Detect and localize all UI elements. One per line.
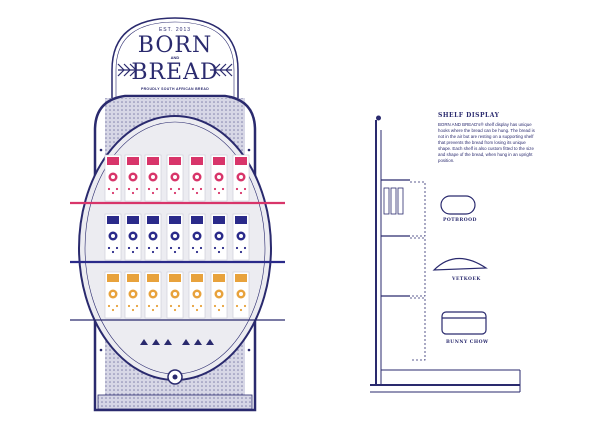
bread-bag: [232, 213, 250, 261]
bread-bag: [210, 271, 228, 319]
base-pattern: [97, 394, 253, 410]
brand-name-line1: BORN: [137, 33, 213, 58]
potbrood-icon: [440, 195, 476, 215]
bread-bag: [232, 271, 250, 319]
bread-bag: [188, 154, 206, 202]
bread-label-bunny-chow: BUNNY CHOW: [446, 340, 489, 345]
bread-bag: [232, 154, 250, 202]
bread-bag: [210, 154, 228, 202]
bread-bag: [104, 271, 122, 319]
shelf-info-body: BORN AND BREAD's® shelf display has uniq…: [438, 122, 535, 163]
brand-tagline: PROUDLY SOUTH AFRICAN BREAD: [140, 87, 210, 91]
wheat-left-icon: [117, 63, 140, 77]
bunny-chow-icon: [441, 311, 487, 335]
bread-bag: [104, 154, 122, 202]
bread-bag: [188, 271, 206, 319]
product-grid: [104, 154, 250, 319]
bread-bag: [166, 271, 184, 319]
brand-name-and: AND: [170, 55, 180, 60]
display-frame: [93, 94, 257, 412]
brand-established: EST. 2013: [158, 27, 192, 33]
bread-bag: [144, 271, 162, 319]
vetkoek-icon: [432, 257, 488, 271]
bread-bag: [166, 213, 184, 261]
arch-header: [111, 17, 239, 101]
bread-bag: [210, 213, 228, 261]
bread-label-vetkoek: VETKOEK: [452, 277, 481, 282]
arch-inner: [115, 21, 235, 98]
wheat-right-icon: [210, 63, 233, 77]
bread-label-potbrood: POTBROOD: [443, 218, 477, 223]
bread-bag: [188, 213, 206, 261]
bread-bag: [166, 154, 184, 202]
bread-bag: [124, 213, 142, 261]
bread-bag: [124, 271, 142, 319]
brand-name-line2: BREAD: [131, 60, 219, 85]
shelf-info-title: SHELF DISPLAY: [438, 112, 500, 119]
bread-bag: [144, 213, 162, 261]
bread-bag: [124, 154, 142, 202]
bread-bag: [104, 213, 122, 261]
bread-bag: [144, 154, 162, 202]
side-shelf-diagram: [370, 115, 521, 393]
bottom-ornament: [140, 339, 214, 385]
